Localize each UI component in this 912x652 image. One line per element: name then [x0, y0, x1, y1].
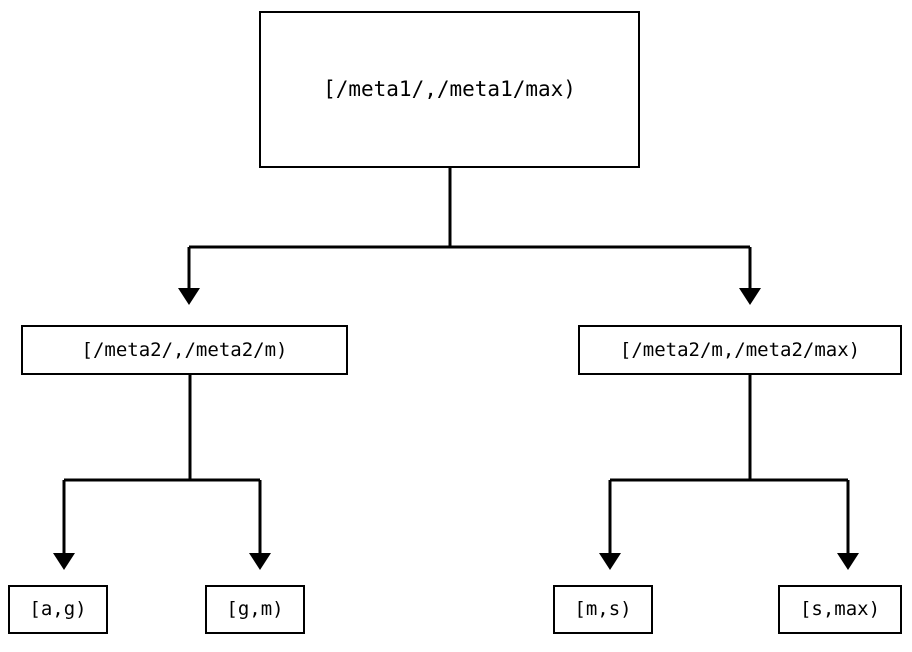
- node-leaf-ag[interactable]: [a,g): [8, 585, 108, 634]
- node-leaf-smax-label: [s,max): [799, 598, 881, 621]
- node-mid-left-label: [/meta2/,/meta2/m): [81, 338, 288, 361]
- node-mid-left[interactable]: [/meta2/,/meta2/m): [21, 325, 348, 375]
- arrowhead-to-mid-right: [739, 288, 761, 305]
- node-mid-right-label: [/meta2/m,/meta2/max): [619, 338, 861, 361]
- arrowhead-to-leaf-ms: [599, 553, 621, 570]
- node-leaf-ms[interactable]: [m,s): [553, 585, 653, 634]
- arrowhead-to-leaf-smax: [837, 553, 859, 570]
- node-leaf-gm-label: [g,m): [226, 598, 284, 621]
- node-leaf-ms-label: [m,s): [574, 598, 632, 621]
- node-leaf-gm[interactable]: [g,m): [205, 585, 305, 634]
- node-root-label: [/meta1/,/meta1/max): [323, 76, 576, 101]
- node-leaf-smax[interactable]: [s,max): [778, 585, 902, 634]
- arrowhead-to-mid-left: [178, 288, 200, 305]
- arrowhead-to-leaf-gm: [249, 553, 271, 570]
- node-mid-right[interactable]: [/meta2/m,/meta2/max): [578, 325, 902, 375]
- arrowhead-to-leaf-ag: [53, 553, 75, 570]
- node-root[interactable]: [/meta1/,/meta1/max): [259, 11, 640, 168]
- node-leaf-ag-label: [a,g): [29, 598, 87, 621]
